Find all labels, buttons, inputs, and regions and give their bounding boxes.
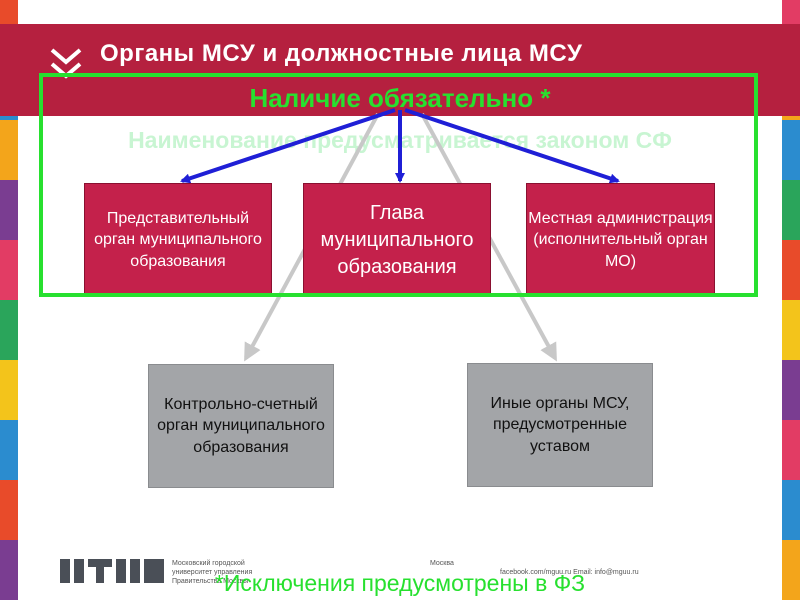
left-decorative-stripe xyxy=(0,0,18,600)
footer-org-line: Московский городской xyxy=(172,560,245,567)
slide-title: Органы МСУ и должностные лица МСУ xyxy=(100,40,583,67)
representative-body-box: Представительный орган муниципального об… xyxy=(84,183,272,297)
municipal-head-box: Глава муниципального образования xyxy=(303,183,491,297)
footer-org-line: Правительства Москвы xyxy=(172,577,249,585)
arrow-to-representative xyxy=(180,108,396,184)
footer-org-line: университет управления xyxy=(172,568,253,576)
footer-org-text: Московский городской университет управле… xyxy=(172,560,252,586)
local-administration-box: Местная администрация (исполнительный ор… xyxy=(526,183,715,297)
university-logo-icon xyxy=(60,559,164,583)
title-bar xyxy=(0,24,800,116)
footer-contact-line: Москва xyxy=(430,560,454,567)
other-bodies-box: Иные органы МСУ, предусмотренные уставом xyxy=(467,363,653,487)
required-label: Наличие обязательно * xyxy=(249,83,551,113)
footer-contact-line: facebook.com/mguu.ru Email: info@mguu.ru xyxy=(500,568,639,576)
arrow-to-administration xyxy=(404,108,620,184)
footer-contacts: Москва facebook.com/mguu.ru Email: info@… xyxy=(430,560,639,578)
exceptions-note: *Исключения предусмотрены в ФЗ xyxy=(214,570,586,596)
audit-body-box: Контрольно-счетный орган муниципального … xyxy=(148,364,334,488)
mandatory-bodies-frame xyxy=(39,73,758,297)
